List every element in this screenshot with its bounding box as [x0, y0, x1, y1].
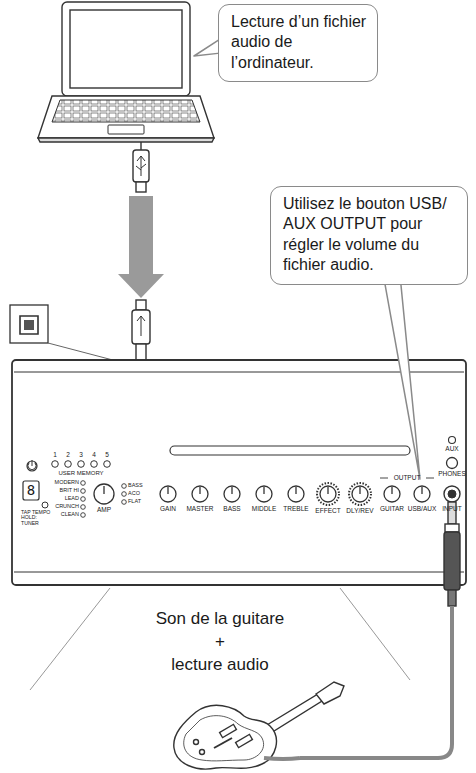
sound-spread-lines: [30, 588, 410, 690]
panel-label: BRIT HI: [60, 488, 79, 494]
knob-label: DLY/REV: [346, 508, 373, 515]
knob-label: BASS: [223, 506, 240, 513]
panel-label: USER MEMORY: [58, 470, 103, 476]
usb-cable: [118, 142, 164, 360]
panel-label: TAP TEMPO HOLD: TUNER: [21, 510, 55, 526]
callout-bubble: Lecture d’un fichier audio de l’ordinate…: [218, 4, 378, 82]
caption-text: +: [215, 633, 225, 651]
knob-label: EFFECT: [315, 508, 340, 515]
knob-label: GUITAR: [380, 506, 404, 513]
knob-label: GAIN: [160, 506, 176, 513]
callout-text: Lecture d’un fichier audio de l’ordinate…: [231, 12, 367, 73]
caption-text: lecture audio: [171, 656, 268, 674]
callout-text: Utilisez le bouton USB/ AUX OUTPUT pour …: [283, 194, 457, 276]
callout-tail: [194, 39, 220, 56]
led-number: 2: [66, 452, 70, 459]
caption-text: Son de la guitare: [156, 610, 285, 628]
callout-bubble: Utilisez le bouton USB/ AUX OUTPUT pour …: [270, 186, 468, 285]
panel-label: OUTPUT: [394, 475, 421, 482]
jack-label: AUX: [445, 446, 458, 453]
panel-label: FLAT: [128, 499, 141, 505]
guitar: [174, 682, 344, 769]
amplifier: [12, 360, 466, 585]
knob-label: MIDDLE: [252, 506, 277, 513]
led-number: 3: [79, 452, 83, 459]
panel-label: CLEAN: [61, 512, 79, 518]
knob-label: USB/AUX: [408, 506, 437, 513]
led-number: 1: [53, 452, 57, 459]
led-number: 4: [92, 452, 96, 459]
usb-port-icon: [10, 305, 128, 364]
knob-label: MASTER: [186, 506, 213, 513]
panel-label: AMP: [97, 507, 111, 514]
panel-label: ACO: [128, 491, 140, 497]
led-number: 5: [105, 452, 109, 459]
jack-label: INPUT: [442, 506, 462, 513]
panel-label: BASS: [128, 483, 143, 489]
knob-label: TREBLE: [283, 506, 308, 513]
laptop: [38, 2, 214, 142]
panel-label: MODERN: [55, 480, 79, 486]
panel-label: CRUNCH: [55, 504, 79, 510]
jack-label: PHONES: [438, 471, 465, 478]
guitar-cable: [300, 502, 460, 758]
panel-label: LEAD: [65, 496, 79, 502]
callout-tail: [385, 283, 420, 479]
display-digit: 8: [27, 483, 35, 498]
